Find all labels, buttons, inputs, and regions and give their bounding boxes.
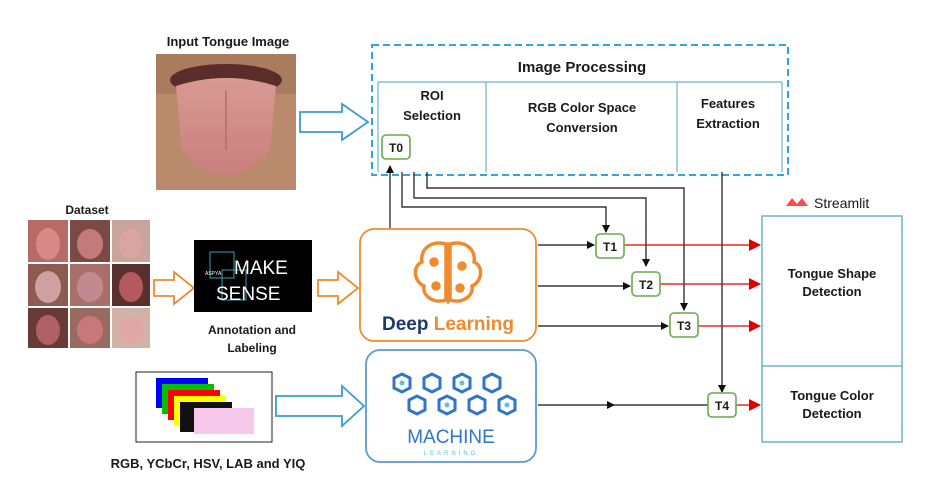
step-rgb-line1: RGB Color Space <box>528 100 636 115</box>
hexagon-network-icon <box>392 372 517 416</box>
tag-t4 <box>707 392 737 418</box>
deep-learning-label-part1: Deep <box>382 314 434 335</box>
color-spaces-caption: RGB, YCbCr, HSV, LAB and YIQ <box>111 456 306 471</box>
color-spaces-arrow <box>275 383 366 429</box>
connector-lines <box>386 165 726 409</box>
machine-learning-line1: MACHINE <box>407 427 495 448</box>
tag-t3 <box>669 312 699 338</box>
step-rgb-line2: Conversion <box>546 120 618 135</box>
tag-t0-label: T0 <box>389 141 403 155</box>
input-image-title: Input Tongue Image <box>167 34 290 49</box>
annotation-caption-line2: Labeling <box>227 341 276 355</box>
machine-learning-line2: LEARNING <box>424 451 479 457</box>
makesense-line1: MAKE <box>234 258 288 279</box>
tag-t1 <box>595 233 625 259</box>
brain-icon <box>413 241 483 304</box>
tag-t2-label: T2 <box>639 278 653 292</box>
step-features-line2: Extraction <box>696 116 760 131</box>
streamlit-logo-icon <box>786 198 808 206</box>
tag-t2 <box>631 271 661 297</box>
makesense-small-text: ASPYA <box>205 271 222 277</box>
streamlit-label: Streamlit <box>814 195 869 211</box>
makesense-logo: ASPYA MAKE SENSE <box>194 240 312 312</box>
tag-t3-label: T3 <box>677 319 691 333</box>
annotation-arrow <box>317 270 360 306</box>
dataset-image-grid <box>28 220 150 348</box>
deep-learning-label: Deep Learning <box>382 314 514 335</box>
deep-learning-label-part2: Learning <box>434 314 514 335</box>
tag-t0 <box>381 134 411 160</box>
tag-t1-label: T1 <box>603 240 617 254</box>
tongue-color-line2: Detection <box>802 406 861 421</box>
step-roi-line2: Selection <box>403 108 461 123</box>
makesense-line2: SENSE <box>216 284 280 305</box>
image-processing-title: Image Processing <box>518 59 646 76</box>
tongue-color-line1: Tongue Color <box>790 388 874 403</box>
output-arrows <box>622 239 761 411</box>
tag-t4-label: T4 <box>715 399 729 413</box>
tongue-shape-line1: Tongue Shape <box>788 266 877 281</box>
input-tongue-image <box>156 54 296 190</box>
dataset-arrow <box>153 270 196 306</box>
input-arrow <box>299 102 370 142</box>
annotation-caption-line1: Annotation and <box>208 323 296 337</box>
image-processing-box <box>371 44 789 176</box>
dataset-label: Dataset <box>65 203 108 217</box>
tongue-shape-line2: Detection <box>802 284 861 299</box>
step-roi-line1: ROI <box>420 88 443 103</box>
output-panel <box>761 215 903 443</box>
step-features-line1: Features <box>701 96 755 111</box>
color-spaces-image <box>156 378 254 434</box>
